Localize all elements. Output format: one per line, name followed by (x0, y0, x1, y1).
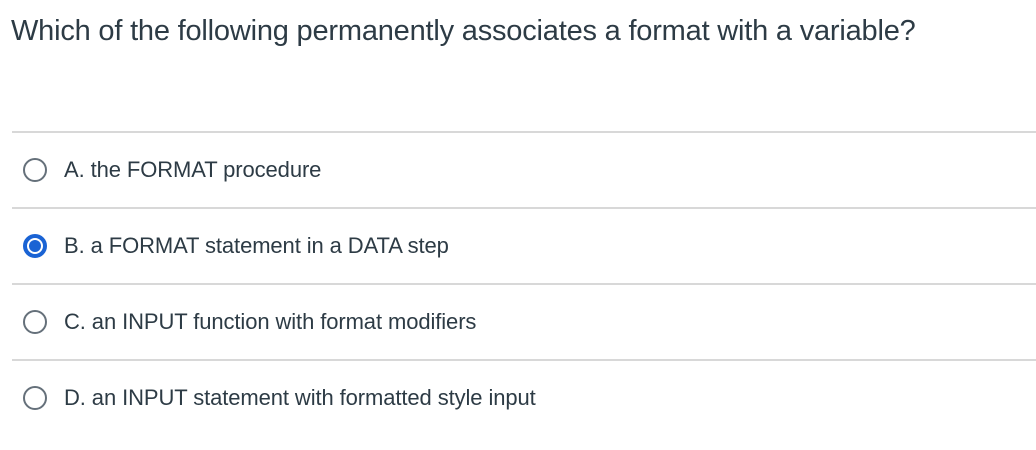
option-a[interactable]: A. the FORMAT procedure (12, 131, 1036, 207)
radio-button-c[interactable] (23, 310, 47, 334)
radio-button-d[interactable] (23, 386, 47, 410)
option-label-d: D. an INPUT statement with formatted sty… (64, 384, 536, 410)
option-label-a: A. the FORMAT procedure (64, 156, 322, 182)
radio-button-b[interactable] (23, 234, 47, 258)
option-label-c: C. an INPUT function with format modifie… (64, 308, 477, 334)
option-d[interactable]: D. an INPUT statement with formatted sty… (12, 359, 1036, 435)
question-block: Which of the following permanently assoc… (0, 0, 1036, 131)
option-c[interactable]: C. an INPUT function with format modifie… (12, 283, 1036, 359)
options-list: A. the FORMAT procedure B. a FORMAT stat… (12, 131, 1036, 435)
radio-button-a[interactable] (23, 158, 47, 182)
option-b[interactable]: B. a FORMAT statement in a DATA step (12, 207, 1036, 283)
question-text: Which of the following permanently assoc… (11, 15, 916, 47)
option-label-b: B. a FORMAT statement in a DATA step (64, 232, 449, 258)
